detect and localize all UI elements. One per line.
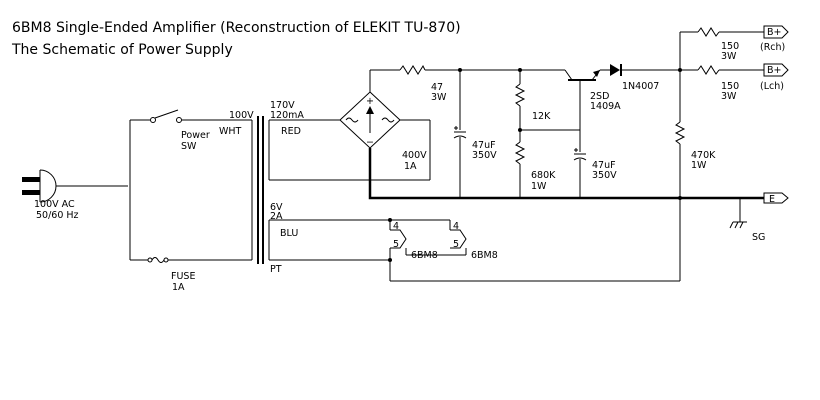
resistor-47-icon (399, 64, 426, 75)
hv-current-label: 120mA (270, 110, 304, 121)
capacitor-c2-icon (573, 148, 587, 161)
heater-voltage-label: 6V (270, 202, 283, 213)
schematic-title: 6BM8 Single-Ended Amplifier (Reconstruct… (12, 20, 461, 36)
bridge-voltage-label: 400V (402, 150, 427, 161)
svg-text:E: E (769, 194, 775, 205)
svg-text:−: − (366, 137, 374, 148)
r4-value-label: 470K (691, 150, 716, 161)
c1-value-label: 47uF (472, 140, 496, 151)
power-transformer (251, 116, 270, 264)
r3-value-label: 680K (531, 170, 556, 181)
fuse-rating-label: 1A (172, 282, 185, 293)
output-terminal-rch: B+ (763, 25, 789, 39)
switch-name-label: Power (181, 130, 210, 141)
tube-a-label: 6BM8 (411, 250, 438, 261)
power-switch-icon (150, 109, 182, 123)
resistor-12k-icon (514, 83, 526, 107)
ground-bus (368, 148, 764, 200)
svg-text:5: 5 (453, 239, 459, 250)
c2-volt-label: 350V (592, 170, 617, 181)
r1-value-label: 47 (431, 82, 443, 93)
r5-value-label: 150 (721, 41, 739, 52)
svg-text:5: 5 (393, 239, 399, 250)
bridge-current-label: 1A (404, 161, 417, 172)
r4-watt-label: 1W (691, 160, 707, 171)
svg-text:4: 4 (393, 221, 399, 232)
heater-current-label: 2A (270, 211, 283, 222)
capacitor-c1-icon (453, 126, 467, 139)
schematic-subtitle: The Schematic of Power Supply (12, 42, 233, 58)
tube-b-label: 6BM8 (471, 250, 498, 261)
fuse-name-label: FUSE (171, 271, 195, 282)
ac-input-label: 100V AC (34, 199, 75, 210)
svg-text:+: + (366, 96, 374, 107)
rch-label: (Rch) (760, 42, 785, 53)
resistor-680k-icon (514, 141, 526, 165)
fuse-icon (147, 257, 169, 263)
r5-watt-label: 3W (721, 51, 737, 62)
resistor-lch-icon (697, 65, 720, 75)
r6-watt-label: 3W (721, 91, 737, 102)
transistor-label-2: 1409A (590, 101, 621, 112)
switch-type-label: SW (181, 141, 197, 152)
primary-voltage-label: 100V (229, 110, 254, 121)
hv-wire-label: RED (281, 126, 301, 137)
r2-value-label: 12K (532, 111, 551, 122)
heater-wire-label: BLU (280, 228, 298, 239)
lch-label: (Lch) (760, 81, 784, 92)
tube-b-heater-icon: 4 5 (450, 221, 467, 250)
svg-text:4: 4 (453, 221, 459, 232)
r6-value-label: 150 (721, 81, 739, 92)
r3-watt-label: 1W (531, 181, 547, 192)
hv-voltage-label: 170V (270, 100, 295, 111)
transformer-label: PT (270, 264, 282, 275)
ac-freq-label: 50/60 Hz (36, 210, 79, 221)
diode-icon (610, 64, 622, 76)
transistor-label-1: 2SD (590, 91, 609, 102)
output-terminal-lch: B+ (763, 63, 789, 77)
resistor-rch-icon (697, 27, 720, 37)
ac-plug-icon (22, 169, 128, 203)
signal-ground-label: SG (752, 232, 765, 243)
bridge-rectifier: + − (339, 91, 401, 149)
signal-ground-icon (729, 198, 747, 229)
svg-text:B+: B+ (767, 65, 781, 76)
primary-wire-label: WHT (219, 126, 242, 137)
resistor-470k-icon (674, 121, 686, 145)
transistor-icon (564, 69, 601, 90)
output-terminal-e: E (763, 192, 789, 205)
svg-text:B+: B+ (767, 27, 781, 38)
diode-label: 1N4007 (622, 81, 659, 92)
c2-value-label: 47uF (592, 160, 616, 171)
tube-a-heater-icon: 4 5 (390, 221, 407, 250)
c1-volt-label: 350V (472, 150, 497, 161)
r1-watt-label: 3W (431, 92, 447, 103)
